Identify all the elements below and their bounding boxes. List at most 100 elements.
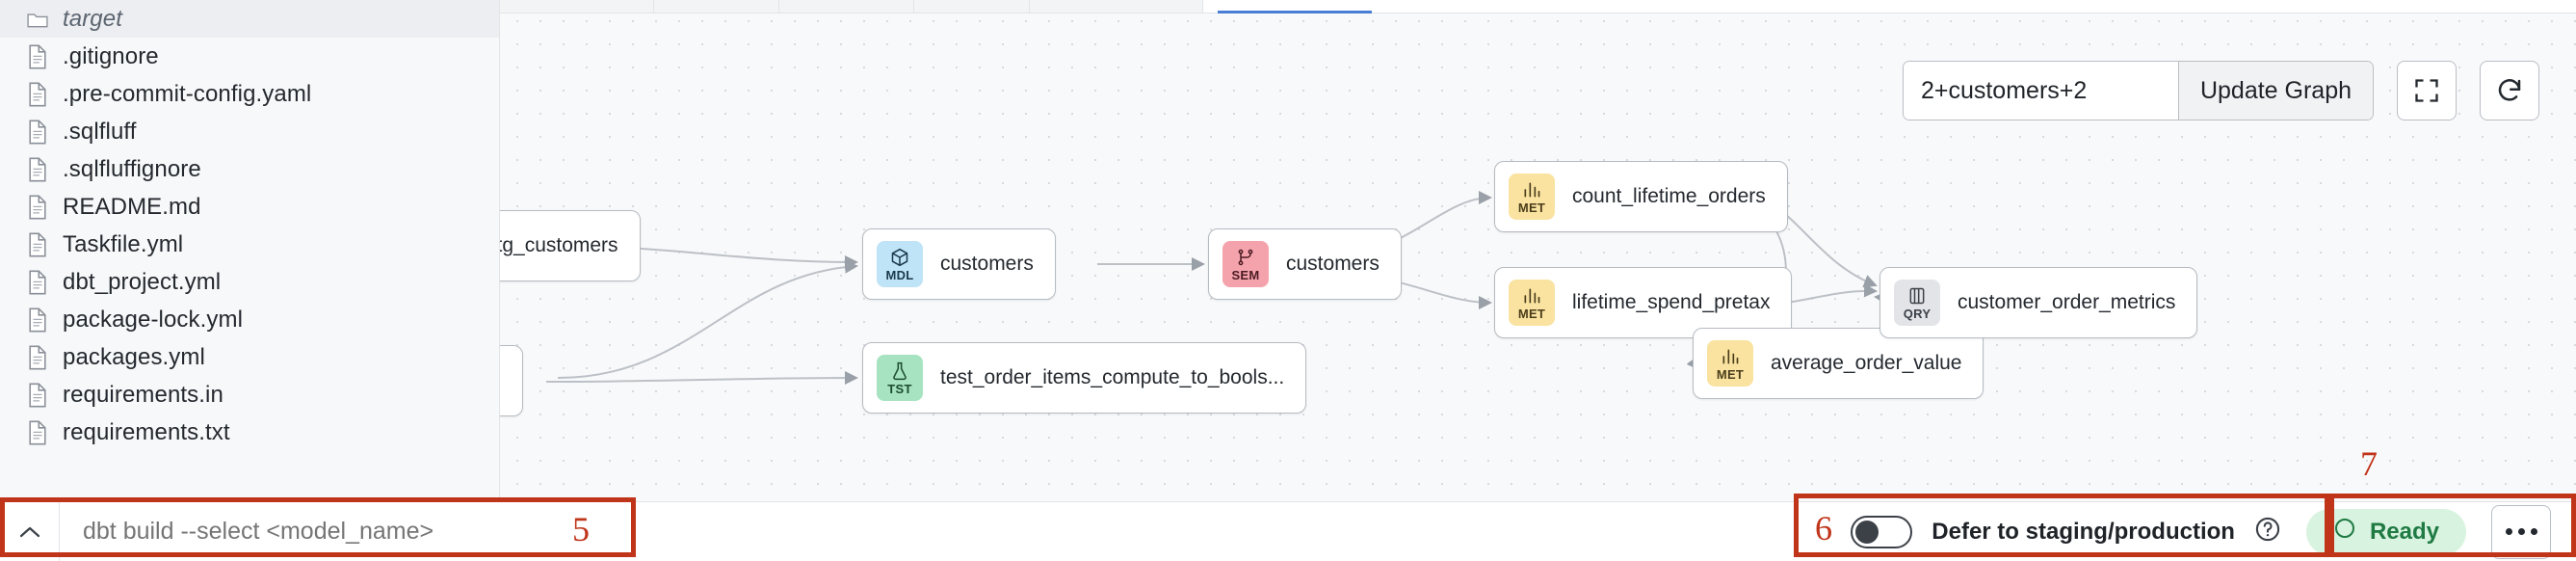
badge-label: TST bbox=[887, 381, 912, 396]
graph-selector-input[interactable] bbox=[1903, 62, 2178, 120]
file-tree-item[interactable]: .gitignore bbox=[0, 38, 499, 75]
file-tree-item-label: .sqlfluff bbox=[63, 118, 137, 145]
badge-label: SEM bbox=[1231, 267, 1260, 282]
file-icon bbox=[27, 157, 48, 182]
update-graph-button[interactable]: Update Graph bbox=[2177, 62, 2373, 120]
graph-node-label: average_order_value bbox=[1771, 352, 1962, 374]
file-icon bbox=[27, 383, 48, 408]
ellipsis-icon[interactable] bbox=[2491, 504, 2551, 559]
tst-badge-icon: TST bbox=[877, 355, 923, 401]
file-tree-item-label: .sqlfluffignore bbox=[63, 155, 201, 182]
mdl-badge-icon: MDL bbox=[877, 241, 923, 287]
graph-node[interactable]: MDLstg_customers bbox=[500, 210, 641, 281]
command-bar: Defer to staging/production Ready bbox=[0, 501, 2576, 561]
qry-badge-icon: QRY bbox=[1894, 280, 1940, 326]
command-input[interactable] bbox=[60, 518, 580, 546]
graph-node[interactable]: MDLorders bbox=[500, 345, 523, 416]
badge-label: QRY bbox=[1903, 306, 1932, 321]
graph-node-label: stg_customers bbox=[500, 234, 618, 256]
badge-label: MET bbox=[1517, 200, 1546, 215]
file-icon bbox=[27, 195, 48, 220]
met-badge-icon: MET bbox=[1509, 280, 1555, 326]
file-tree-item[interactable]: packages.yml bbox=[0, 338, 499, 376]
editor-tab[interactable] bbox=[914, 0, 1030, 13]
file-tree-item[interactable]: .sqlfluffignore bbox=[0, 150, 499, 188]
lineage-graph-panel: Update Graph MDLstg_customersMDLordersMD… bbox=[500, 0, 2576, 501]
graph-node[interactable]: TST test_order_items_compute_to_bools... bbox=[862, 342, 1307, 414]
defer-toggle-group: Defer to staging/production bbox=[1851, 515, 2281, 548]
file-tree-item-label: .gitignore bbox=[63, 42, 159, 69]
file-tree-item-label: dbt_project.yml bbox=[63, 268, 222, 295]
file-icon bbox=[27, 232, 48, 257]
status-badge[interactable]: Ready bbox=[2305, 508, 2466, 555]
refresh-icon[interactable] bbox=[2480, 61, 2539, 120]
met-badge-icon: MET bbox=[1509, 174, 1555, 220]
graph-node-label: lifetime_spend_pretax bbox=[1572, 291, 1771, 313]
file-tree-item-label: requirements.txt bbox=[63, 418, 230, 445]
file-tree-item-label: README.md bbox=[63, 193, 201, 220]
ellipsis-dot bbox=[2517, 528, 2525, 535]
file-tree-item[interactable]: README.md bbox=[0, 188, 499, 226]
file-tree-item-label: Taskfile.yml bbox=[63, 230, 184, 257]
editor-tabstrip bbox=[500, 0, 2576, 13]
graph-node-label: test_order_items_compute_to_bools... bbox=[940, 366, 1285, 388]
graph-node[interactable]: QRY customer_order_metrics bbox=[1879, 267, 2198, 338]
defer-toggle-label: Defer to staging/production bbox=[1932, 518, 2235, 545]
folder-icon bbox=[27, 7, 48, 32]
toggle-knob bbox=[1855, 520, 1879, 544]
active-tab-indicator bbox=[1218, 11, 1372, 13]
editor-tab[interactable] bbox=[1030, 0, 1203, 13]
file-tree-item-label: target bbox=[63, 5, 122, 32]
editor-tab[interactable] bbox=[500, 0, 654, 13]
defer-toggle-switch[interactable] bbox=[1851, 515, 1913, 548]
file-tree-item[interactable]: requirements.in bbox=[0, 376, 499, 414]
file-tree-item-label: package-lock.yml bbox=[63, 306, 244, 333]
file-tree-item-label: packages.yml bbox=[63, 343, 205, 370]
graph-toolbar: Update Graph bbox=[1902, 61, 2539, 120]
file-tree-item-label: requirements.in bbox=[63, 381, 223, 408]
graph-node-label: count_lifetime_orders bbox=[1572, 185, 1766, 207]
status-circle-icon bbox=[2333, 517, 2356, 547]
file-icon bbox=[27, 82, 48, 107]
graph-node[interactable]: SEM customers bbox=[1208, 228, 1402, 300]
editor-tab[interactable] bbox=[779, 0, 914, 13]
file-tree-item[interactable]: dbt_project.yml bbox=[0, 263, 499, 301]
command-bar-right: Defer to staging/production Ready bbox=[1851, 504, 2576, 559]
file-tree-item[interactable]: Taskfile.yml bbox=[0, 226, 499, 263]
graph-node-label: customers bbox=[940, 253, 1034, 275]
sem-badge-icon: SEM bbox=[1222, 241, 1269, 287]
graph-node[interactable]: MET average_order_value bbox=[1693, 328, 1985, 399]
chevron-up-icon[interactable] bbox=[0, 501, 60, 561]
editor-tab[interactable] bbox=[654, 0, 779, 13]
graph-node-label: customer_order_metrics bbox=[1958, 291, 2176, 313]
file-tree-item[interactable]: target bbox=[0, 0, 499, 38]
met-badge-icon: MET bbox=[1707, 340, 1753, 387]
graph-node[interactable]: MDL customers bbox=[862, 228, 1056, 300]
ellipsis-dot bbox=[2505, 528, 2512, 535]
file-icon bbox=[27, 420, 48, 445]
fullscreen-icon[interactable] bbox=[2397, 61, 2457, 120]
graph-node[interactable]: MET lifetime_spend_pretax bbox=[1494, 267, 1793, 338]
badge-label: MET bbox=[1716, 366, 1745, 382]
file-tree-item[interactable]: .sqlfluff bbox=[0, 113, 499, 150]
file-icon bbox=[27, 44, 48, 69]
file-icon bbox=[27, 120, 48, 145]
file-tree-item[interactable]: requirements.txt bbox=[0, 414, 499, 451]
badge-label: MDL bbox=[885, 267, 914, 282]
file-tree-item[interactable]: .pre-commit-config.yaml bbox=[0, 75, 499, 113]
help-circle-icon[interactable] bbox=[2254, 516, 2281, 548]
graph-node-label: customers bbox=[1286, 253, 1380, 275]
graph-node[interactable]: MET count_lifetime_orders bbox=[1494, 161, 1788, 232]
command-input-group bbox=[0, 501, 580, 561]
file-icon bbox=[27, 307, 48, 333]
graph-node-label: orders bbox=[500, 369, 501, 392]
badge-label: MET bbox=[1517, 306, 1546, 321]
file-tree-item[interactable]: package-lock.yml bbox=[0, 301, 499, 338]
status-label: Ready bbox=[2369, 518, 2439, 545]
graph-selector-group: Update Graph bbox=[1902, 61, 2374, 120]
file-tree-item-label: .pre-commit-config.yaml bbox=[63, 80, 312, 107]
file-explorer-panel: target .gitignore .pre-commit-config.yaml.… bbox=[0, 0, 500, 501]
ellipsis-dot bbox=[2530, 528, 2537, 535]
file-icon bbox=[27, 345, 48, 370]
